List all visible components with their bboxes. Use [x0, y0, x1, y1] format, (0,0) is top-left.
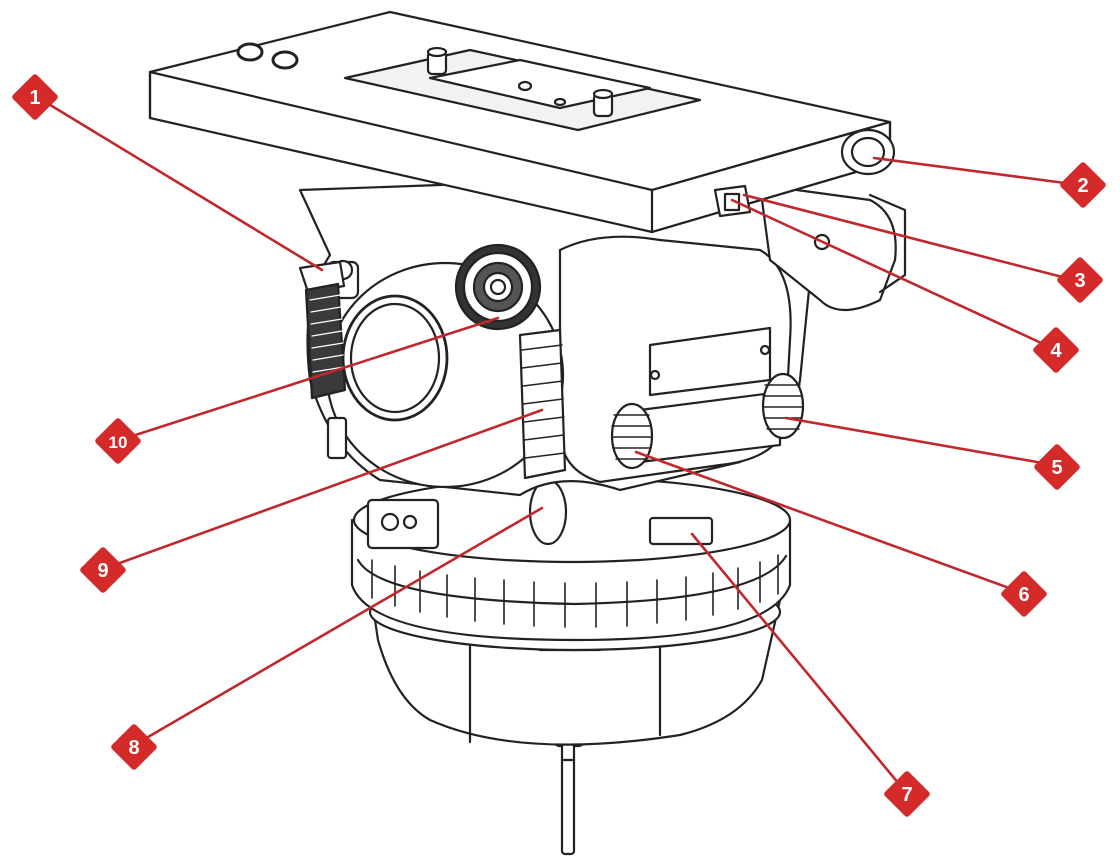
leader-line-2 — [872, 156, 1082, 187]
leader-line-5 — [784, 416, 1056, 467]
quick-release-plate — [148, 10, 896, 234]
callout-label-2: 2 — [1077, 175, 1088, 197]
callout-badge-1: 1 — [12, 74, 58, 120]
callout-label-1: 1 — [29, 87, 40, 109]
leader-line-9 — [104, 408, 544, 570]
rosette-knob — [454, 243, 542, 331]
callout-label-3: 3 — [1074, 270, 1085, 292]
callout-badge-8: 8 — [111, 724, 157, 770]
leader-line-8 — [134, 506, 544, 746]
leader-line-6 — [634, 450, 1022, 594]
callout-badge-4: 4 — [1033, 327, 1079, 373]
pan-lock-ring — [350, 476, 792, 642]
leader-line-1 — [40, 98, 324, 272]
side-knobs — [610, 372, 805, 470]
callout-lines — [40, 98, 1082, 792]
leader-line-4 — [730, 198, 1054, 350]
callout-label-5: 5 — [1051, 457, 1062, 479]
leader-line-7 — [690, 532, 906, 792]
callout-label-7: 7 — [901, 784, 912, 806]
callout-badge-2: 2 — [1060, 162, 1106, 208]
callout-label-4: 4 — [1050, 340, 1062, 362]
callout-label-10: 10 — [109, 433, 128, 452]
leader-line-3 — [742, 193, 1076, 282]
callout-badge-5: 5 — [1034, 444, 1080, 490]
callout-badge-6: 6 — [1001, 571, 1047, 617]
callout-badge-3: 3 — [1057, 257, 1103, 303]
callout-badge-10: 10 — [95, 418, 141, 464]
callout-label-9: 9 — [97, 560, 108, 582]
leader-line-10 — [118, 316, 500, 442]
callout-label-6: 6 — [1018, 584, 1029, 606]
rear-bracket — [758, 183, 907, 311]
level-bracket — [366, 454, 578, 550]
fluid-head-drawing — [148, 10, 907, 856]
center-bolt — [553, 730, 585, 856]
callout-badge-7: 7 — [884, 771, 930, 817]
callout-badge-9: 9 — [80, 547, 126, 593]
callout-label-8: 8 — [128, 737, 139, 759]
callout-badges: 1 2 3 4 5 6 7 8 — [12, 74, 1106, 817]
